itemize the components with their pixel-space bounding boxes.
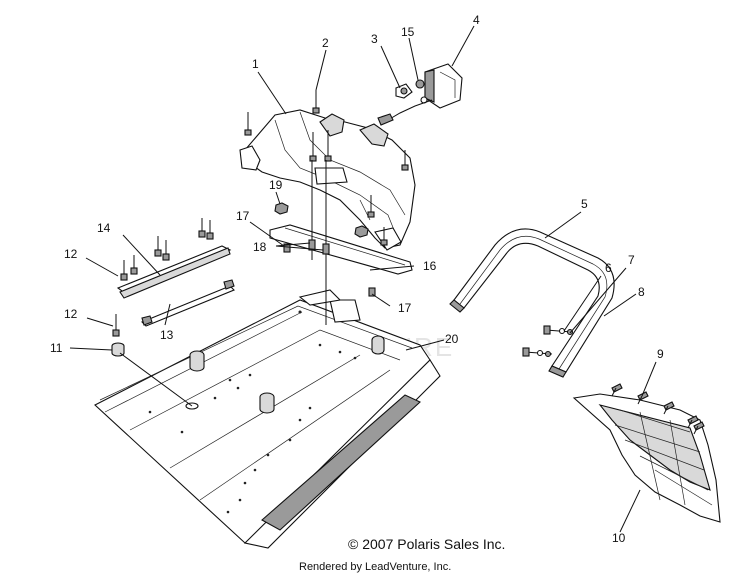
- part-11-bumper: [111, 342, 125, 357]
- part-16-rail: [269, 224, 413, 275]
- callout-19: 19: [269, 178, 283, 192]
- tunnel-rivet-holes: [148, 310, 357, 514]
- callout-18: 18: [253, 240, 267, 254]
- part-13-strap: [141, 279, 235, 327]
- part-5-grab-bar: [449, 228, 615, 378]
- callout-9: 9: [657, 347, 664, 361]
- callout-3: 3: [371, 32, 378, 46]
- part-9-rivets: [611, 383, 705, 435]
- callout-2: 2: [322, 36, 329, 50]
- tunnel-chassis: [94, 289, 441, 549]
- callout-13: 13: [160, 328, 174, 342]
- part-18-bolts: [283, 160, 376, 325]
- callout-17-upper: 17: [236, 209, 250, 223]
- callout-11: 11: [50, 341, 63, 355]
- callout-6: 6: [605, 261, 612, 275]
- callout-12-lower: 12: [64, 307, 78, 321]
- leader-lines: [69, 25, 657, 533]
- part-19-nut: [274, 202, 369, 238]
- callout-14: 14: [97, 221, 111, 235]
- parts-6-7-8-bolts-washers: [522, 325, 574, 358]
- callout-10: 10: [612, 531, 626, 545]
- callout-16: 16: [423, 259, 437, 273]
- part-12-rivets: [112, 218, 214, 337]
- callout-8: 8: [638, 285, 645, 299]
- part-3-grommet: [395, 83, 413, 99]
- callout-4: 4: [473, 13, 480, 27]
- callout-20: 20: [445, 332, 459, 346]
- callout-15: 15: [401, 25, 415, 39]
- callout-7: 7: [628, 253, 635, 267]
- callout-labels: 1 2 3 15 4 19 17 14 12 18 16 17 5 6 7 8 …: [50, 13, 664, 545]
- callout-17-lower: 17: [398, 301, 412, 315]
- part-15-nut: [415, 79, 428, 104]
- callout-1: 1: [252, 57, 259, 71]
- callout-5: 5: [581, 197, 588, 211]
- taillight-wire-connector: [377, 99, 433, 126]
- part-14-strip: [116, 245, 232, 299]
- copyright-text: © 2007 Polaris Sales Inc.: [348, 536, 505, 552]
- part-4-taillight: [424, 63, 463, 109]
- rendered-by-text: Rendered by LeadVenture, Inc.: [299, 561, 451, 573]
- callout-12-upper: 12: [64, 247, 78, 261]
- part-1-screws: [244, 90, 409, 246]
- part-10-snow-flap: [572, 393, 721, 523]
